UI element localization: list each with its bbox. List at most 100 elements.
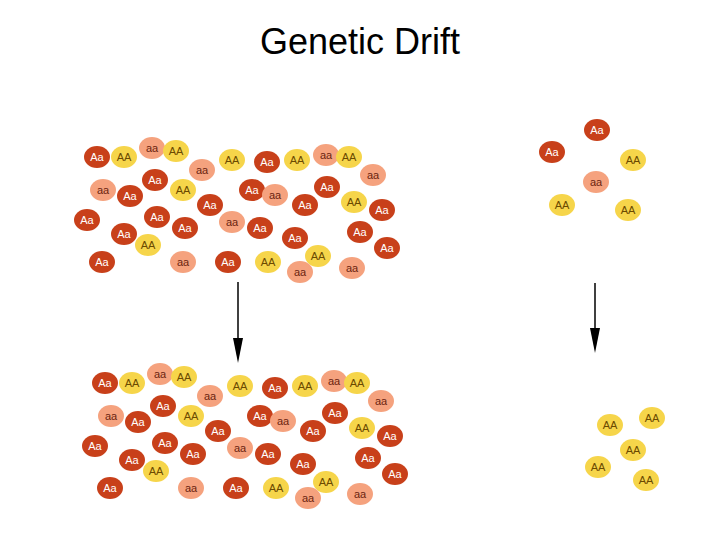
genotype-label: AA [319,477,334,488]
genotype-oval: aa [287,261,313,283]
arrow-head [233,338,243,363]
genotype-label: aa [185,483,197,494]
genotype-oval: aa [227,437,253,459]
genotype-oval: aa [219,211,245,233]
genotype-oval: Aa [239,179,265,201]
genotype-label: aa [354,489,366,500]
genotype-oval: AA [597,414,623,436]
genotype-label: AA [233,381,248,392]
genotype-oval: AA [292,375,318,397]
genotype-label: Aa [95,257,108,268]
genotype-label: Aa [288,233,301,244]
genotype-oval: aa [98,405,124,427]
genotype-label: aa [320,150,332,161]
genotype-oval: Aa [355,447,381,469]
genotype-oval: aa [295,487,321,509]
genotype-oval: Aa [205,420,231,442]
genotype-oval: Aa [382,463,408,485]
genotype-label: Aa [375,205,388,216]
genotype-oval: aa [262,184,288,206]
genotype-label: AA [177,372,192,383]
genotype-oval: AA [263,477,289,499]
genotype-label: aa [97,185,109,196]
genotype-oval: aa [583,171,609,193]
genotype-label: Aa [178,223,191,234]
genotype-label: Aa [221,257,234,268]
genotype-label: aa [590,177,602,188]
genotype-label: aa [105,411,117,422]
genotype-oval: Aa [223,477,249,499]
genotype-label: AA [639,475,654,486]
genotype-oval: AA [119,372,145,394]
genotype-oval: AA [620,149,646,171]
genotype-label: AA [149,466,164,477]
genotype-label: Aa [260,157,273,168]
genotype-label: Aa [320,182,333,193]
genotype-label: AA [645,413,660,424]
genotype-label: AA [626,155,641,166]
genotype-oval: aa [139,137,165,159]
genotype-label: Aa [158,438,171,449]
genotype-oval: aa [147,363,173,385]
genotype-label: AA [141,240,156,251]
genotype-label: aa [146,143,158,154]
genotype-oval: Aa [262,377,288,399]
genotype-label: Aa [545,147,558,158]
genotype-label: Aa [383,431,396,442]
genotype-oval: Aa [150,395,176,417]
genotype-label: Aa [156,401,169,412]
genotype-oval: aa [189,159,215,181]
genotype-oval: Aa [254,151,280,173]
genotype-oval: Aa [117,185,143,207]
genotype-label: aa [234,443,246,454]
genotype-oval: aa [197,385,223,407]
genotype-label: aa [154,369,166,380]
genotype-label: Aa [88,441,101,452]
genotype-oval: Aa [144,206,170,228]
genotype-oval: Aa [369,199,395,221]
arrow-head [590,328,600,353]
genotype-oval: Aa [300,420,326,442]
genotype-oval: Aa [247,405,273,427]
genotype-label: AA [290,155,305,166]
genotype-oval: Aa [111,223,137,245]
genotype-label: AA [125,378,140,389]
genotype-label: Aa [328,408,341,419]
genotype-oval: Aa [97,477,123,499]
genotype-oval: AA [284,149,310,171]
genotype-oval: AA [585,456,611,478]
genotype-label: AA [298,381,313,392]
genotype-oval: AA [227,375,253,397]
genotype-oval: AA [344,372,370,394]
genotype-oval: Aa [314,176,340,198]
genotype-label: Aa [186,449,199,460]
genotype-oval: aa [368,390,394,412]
genotype-oval: Aa [172,217,198,239]
genotype-label: Aa [229,483,242,494]
genotype-oval: AA [349,417,375,439]
genotype-label: AA [184,411,199,422]
genotype-label: aa [367,170,379,181]
genotype-oval: Aa [84,146,110,168]
genotype-oval: Aa [347,221,373,243]
genotype-oval: Aa [215,251,241,273]
genotype-label: Aa [131,417,144,428]
genotype-oval: AA [549,194,575,216]
genotype-oval: Aa [282,227,308,249]
genotype-label: Aa [306,426,319,437]
genotype-label: AA [591,462,606,473]
genotype-label: AA [269,483,284,494]
genotype-label: Aa [268,383,281,394]
genotype-oval: Aa [74,209,100,231]
genotype-oval: AA [341,191,367,213]
genotype-label: aa [375,396,387,407]
genotype-oval: AA [171,366,197,388]
genotype-label: Aa [296,459,309,470]
genotype-oval: AA [639,407,665,429]
genotype-oval: aa [360,164,386,186]
genotype-oval: Aa [152,432,178,454]
genotype-oval: Aa [584,119,610,141]
genotype-label: Aa [245,185,258,196]
genotype-label: Aa [361,453,374,464]
